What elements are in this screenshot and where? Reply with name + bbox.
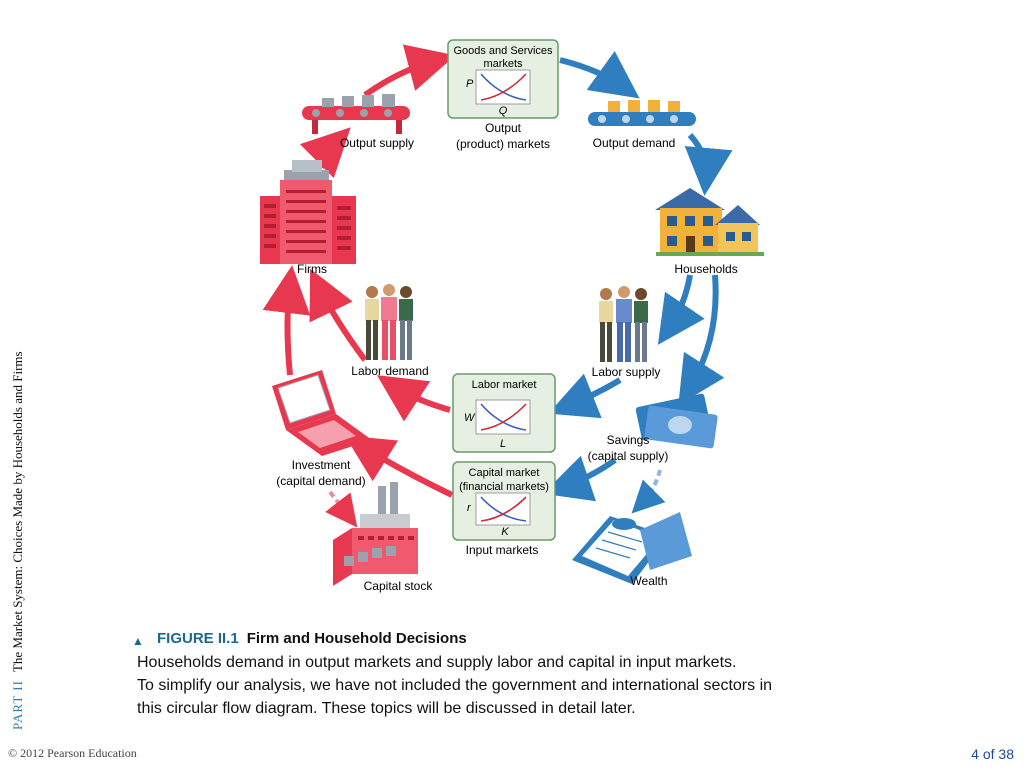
labor-market-box: Labor market W L [452,373,556,453]
output-markets-label-2: (product) markets [456,137,550,151]
capital-demand-curve [480,496,527,522]
output-markets-label: Output [485,121,522,135]
sidebar-title-label: The Market System: Choices Made by House… [10,351,25,673]
labor-demand-label: Labor demand [351,364,428,378]
capital-market-box: Capital market (financial markets) r K [452,461,556,541]
capital-stock-factory-icon [333,482,418,586]
output-supply-conveyor-icon [302,94,410,134]
goods-demand-curve [480,73,527,101]
arrow-output-demand-to-households [684,132,733,196]
goods-services-market-box: Goods and Services markets P Q [447,39,559,119]
figure-title: Firm and Household Decisions [246,630,467,647]
capital-y-axis-label: r [467,502,472,514]
arrow-households-to-savings [678,274,725,406]
investment-laptop-icon [272,370,372,456]
arrow-households-to-labor-supply [657,274,705,345]
labor-supply-curve [480,403,527,431]
caption-line-3: this circular flow diagram. These topics… [137,700,636,717]
figure-label: FIGURE II.1 [157,630,239,647]
arrow-labor-supply-to-market [548,373,622,419]
households-house-icon [655,188,764,256]
arrow-firms-to-output-supply [299,127,351,179]
arrow-labor-market-to-labor-demand [376,375,451,422]
page-number: 4 of 38 [971,746,1014,762]
labor-supply-label: Labor supply [592,365,661,379]
wealth-documents-icon [572,512,692,584]
firms-label: Firms [297,262,327,276]
output-supply-label: Output supply [340,136,414,150]
labor-supply-people-icon [599,286,648,362]
arrow-investment-to-capital-stock [325,490,358,528]
capital-stock-label: Capital stock [364,579,434,593]
labor-demand-people-icon [365,284,413,360]
figure-caption: ▲ FIGURE II.1 Firm and Household Decision… [132,628,897,720]
capital-supply-curve [480,496,527,522]
households-label: Households [674,262,737,276]
capital-box-title-2: (financial markets) [459,481,549,493]
arrow-market-to-output-demand [559,50,640,99]
triangle-icon: ▲ [132,634,144,648]
labor-box-title: Labor market [472,379,537,391]
flow-arrows [262,44,733,528]
savings-money-icon [635,393,718,449]
labor-x-axis-label: L [500,438,506,450]
output-demand-label: Output demand [593,136,676,150]
arrow-labor-demand-to-firms [309,268,368,362]
goods-box-title-2: markets [483,58,523,70]
capital-box-title: Capital market [469,467,540,479]
firms-building-icon [260,160,356,264]
copyright-text: © 2012 Pearson Education [8,746,137,760]
investment-label-2: (capital demand) [276,474,365,488]
input-markets-label: Input markets [466,543,539,557]
savings-label-2: (capital supply) [588,449,669,463]
goods-y-axis-label: P [466,78,474,90]
arrow-savings-to-capital-market [542,455,617,502]
labor-demand-curve [480,403,527,431]
caption-line-2: To simplify our analysis, we have not in… [137,677,773,694]
goods-supply-curve [480,73,527,101]
goods-x-axis-label: Q [499,105,508,117]
labor-y-axis-label: W [464,412,476,424]
sidebar-part-label: PART II [10,680,25,730]
arrow-savings-to-wealth [631,469,666,514]
arrow-investment-to-firms [262,265,311,376]
capital-x-axis-label: K [501,526,509,538]
output-demand-conveyor-icon [588,100,696,126]
savings-label: Savings [607,433,650,447]
wealth-label: Wealth [630,574,667,588]
investment-label: Investment [292,458,351,472]
sidebar-chapter-title: PART II The Market System: Choices Made b… [6,300,30,730]
arrow-output-supply-to-market [363,44,456,98]
caption-line-1: Households demand in output markets and … [137,654,737,671]
goods-box-title: Goods and Services [453,45,553,57]
arrow-capital-market-to-investment [344,435,454,498]
